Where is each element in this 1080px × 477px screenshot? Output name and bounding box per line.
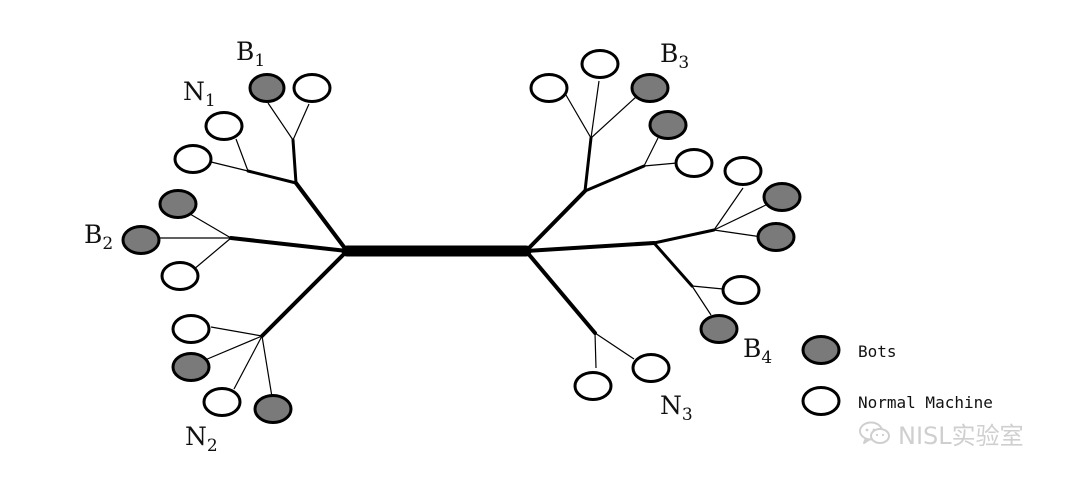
label-b1: B1 [236, 37, 265, 71]
legend-bot-swatch [801, 335, 841, 365]
secondary-links [246, 136, 716, 288]
leaf-link [261, 335, 273, 398]
watermark-text: NISL实验室 [898, 422, 1024, 450]
bot-node [648, 110, 688, 140]
left-lower-branch [260, 249, 349, 338]
node-labels: B1 N1 B2 N2 B3 B4 N3 [84, 37, 772, 456]
wechat-icon [859, 421, 890, 444]
legend-bot-label: Bots [858, 342, 897, 361]
normal-node [721, 275, 761, 305]
leaf-link [713, 203, 769, 231]
leaf-link [594, 332, 597, 369]
legend-normal-label: Normal Machine [858, 393, 993, 412]
leaf-link [590, 96, 637, 139]
leaf-link [565, 94, 592, 139]
bot-node [762, 182, 802, 212]
leaf-link [643, 162, 678, 167]
leaf-link [691, 285, 712, 316]
right-lower-branch [524, 249, 597, 335]
secondary-link [291, 138, 298, 185]
legend: Bots Normal Machine [801, 335, 993, 416]
watermark: NISL实验室 [858, 416, 1024, 451]
leaf-link [192, 237, 232, 271]
bot-node [699, 314, 739, 344]
leaf-link [235, 138, 249, 172]
label-n2: N2 [185, 422, 218, 456]
leaf-links [160, 80, 769, 398]
leaf-link [204, 335, 263, 361]
machine-nodes [121, 49, 802, 424]
label-b2: B2 [84, 220, 113, 254]
normal-node [204, 111, 244, 141]
normal-node [171, 314, 211, 344]
right-upper-branch [524, 189, 587, 253]
leaf-link [292, 103, 310, 141]
leaf-link [691, 285, 724, 290]
backbone-links [229, 181, 656, 338]
leaf-link [210, 326, 263, 337]
leaf-link [189, 213, 232, 239]
normal-node [529, 73, 569, 103]
legend-normal-swatch [801, 386, 841, 416]
secondary-link [652, 228, 716, 245]
leaf-link [206, 160, 249, 172]
bot-node [121, 225, 161, 255]
normal-node [631, 353, 671, 383]
normal-node [674, 148, 714, 178]
right-middle-branch [524, 241, 656, 253]
left-upper-branch [294, 181, 349, 253]
bot-node [158, 189, 198, 219]
leaf-link [233, 335, 263, 390]
leaf-link [267, 102, 294, 141]
normal-node [202, 387, 242, 417]
normal-node [292, 73, 332, 103]
leaf-link [594, 332, 635, 360]
leaf-link [643, 137, 659, 167]
label-b3: B3 [660, 39, 689, 73]
label-n3: N3 [660, 391, 693, 425]
leaf-link [713, 187, 744, 231]
left-middle-branch [229, 236, 349, 253]
bot-node [253, 394, 293, 424]
label-n1: N1 [183, 77, 216, 111]
secondary-link [652, 241, 694, 288]
bot-node [248, 73, 286, 103]
bot-node [756, 222, 796, 252]
secondary-link [583, 136, 593, 193]
normal-node [173, 144, 213, 174]
bot-node [171, 352, 211, 382]
secondary-link [246, 169, 298, 185]
label-b4: B4 [743, 334, 772, 368]
secondary-link [583, 164, 646, 193]
leaf-link [590, 80, 600, 139]
bot-node [630, 73, 670, 103]
leaf-link [713, 229, 763, 238]
normal-node [573, 371, 613, 401]
normal-node [580, 49, 620, 79]
normal-node [160, 261, 200, 291]
normal-node [723, 156, 763, 186]
